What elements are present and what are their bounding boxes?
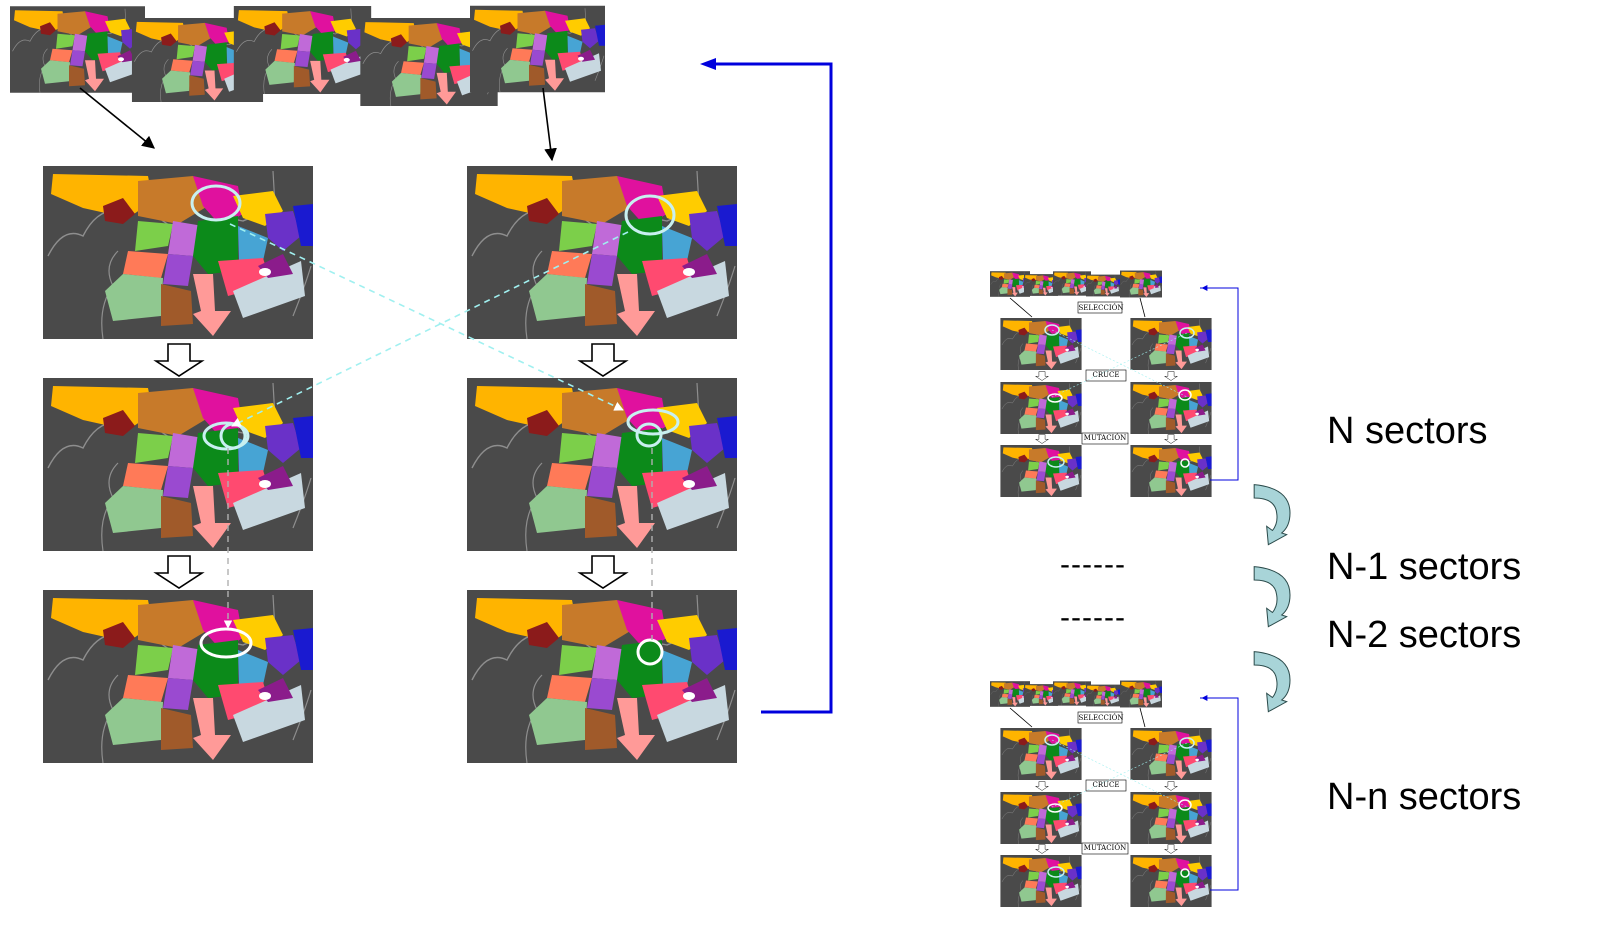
- crossover-line-right-to-left: [231, 231, 629, 427]
- mini-bottom-selection-tag: SELECCIÓN: [1078, 713, 1123, 722]
- feedback-arrow: [715, 62, 833, 714]
- mutation-map-right: [467, 590, 737, 763]
- down-arrow-right-1: [579, 343, 627, 377]
- crossover-ellipse-left-a: [202, 421, 250, 451]
- selection-arrow-right: [542, 87, 557, 162]
- mini-top-crossover-tag: CRUCE: [1093, 371, 1120, 379]
- crossover-ellipse-right-b: [635, 422, 663, 448]
- mini-top-selection-tag: SELECCIÓN: [1078, 303, 1123, 312]
- down-arrow-left-2: [155, 555, 203, 589]
- label-n2-sectors: N-2 sectors: [1327, 614, 1522, 656]
- selection-arrow-left: [79, 87, 155, 149]
- down-arrow-left-1: [155, 343, 203, 377]
- crossover-map-left: [43, 378, 313, 551]
- down-arrow-right-2: [579, 555, 627, 589]
- label-n-sectors: N sectors: [1327, 410, 1488, 452]
- label-nn-sectors: N-n sectors: [1327, 776, 1522, 818]
- ellipsis-dashes-1: ------: [1060, 548, 1126, 581]
- population-map-5: [470, 5, 605, 93]
- curved-arrow-3: [1253, 651, 1291, 713]
- mini-top-mutation-tag: MUTACIÓN: [1084, 433, 1126, 442]
- feedback-arrowhead: [700, 58, 716, 70]
- selection-ellipse-right: [624, 194, 676, 236]
- parent-map-right: [467, 166, 737, 339]
- parent-map-left: [43, 166, 313, 339]
- mutation-ellipse-left: [199, 627, 253, 659]
- crossover-ellipse-right-a: [626, 408, 680, 436]
- crossover-map-right: [467, 378, 737, 551]
- selection-ellipse-left: [190, 184, 242, 222]
- curved-arrow-1: [1253, 484, 1291, 546]
- population-strip: [10, 5, 605, 106]
- mini-bottom-mutation-tag: MUTACIÓN: [1084, 843, 1126, 852]
- population-map-1: [10, 6, 145, 93]
- mini-bottom-crossover-tag: CRUCE: [1093, 781, 1120, 789]
- ellipsis-dashes-2: ------: [1060, 601, 1126, 634]
- label-n1-sectors: N-1 sectors: [1327, 546, 1522, 588]
- curved-arrow-2: [1253, 566, 1291, 628]
- population-map-3: [233, 6, 372, 94]
- mutation-circle-right: [636, 638, 664, 666]
- mutation-map-left: [43, 590, 313, 763]
